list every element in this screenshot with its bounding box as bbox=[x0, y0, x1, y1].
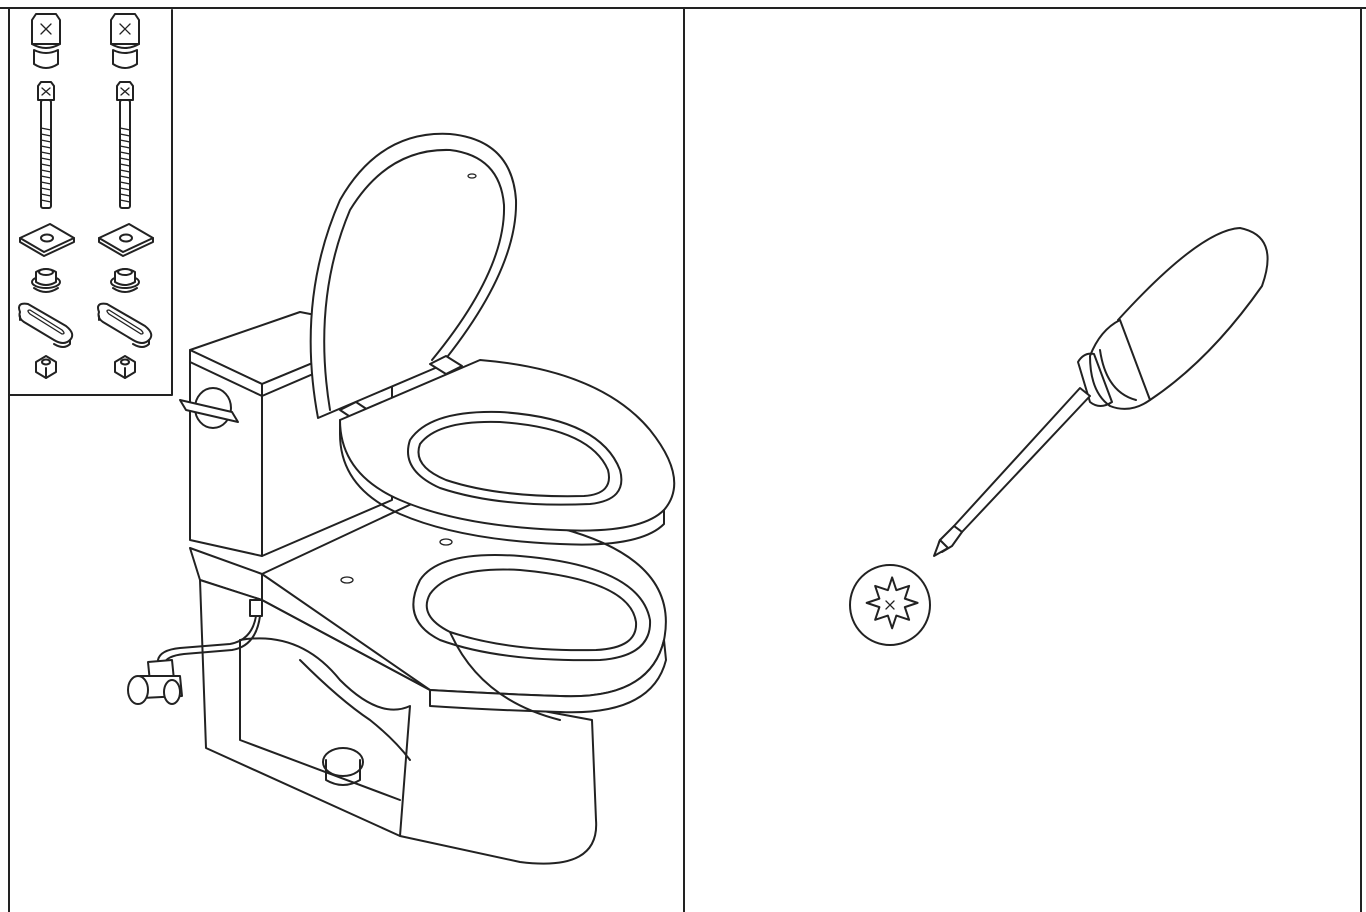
bolt-icon bbox=[116, 81, 134, 209]
cap-nut-icon bbox=[31, 13, 61, 69]
square-washer-icon bbox=[98, 223, 154, 257]
water-supply-line bbox=[127, 599, 263, 705]
toilet-seat bbox=[339, 359, 676, 546]
toilet-lid bbox=[309, 132, 518, 419]
bolt-icon bbox=[37, 81, 55, 209]
phillips-head-icon bbox=[849, 564, 931, 646]
oval-clip-icon bbox=[97, 302, 153, 348]
toilet-icon bbox=[127, 132, 676, 865]
toilet-base bbox=[189, 547, 598, 865]
grommet-icon bbox=[31, 268, 61, 293]
hardware-column-right bbox=[97, 13, 154, 379]
screwdriver-icon bbox=[933, 227, 1269, 557]
toilet-bowl bbox=[261, 499, 667, 721]
grommet-icon bbox=[110, 268, 140, 293]
hardware-kit-inset bbox=[8, 9, 173, 396]
cap-nut-icon bbox=[110, 13, 140, 69]
oval-clip-icon bbox=[18, 302, 74, 348]
flush-lever-icon bbox=[179, 387, 239, 429]
nut-icon bbox=[114, 355, 136, 379]
hardware-column-left bbox=[18, 13, 75, 379]
square-washer-icon bbox=[19, 223, 75, 257]
frame bbox=[0, 7, 1366, 912]
nut-icon bbox=[35, 355, 57, 379]
